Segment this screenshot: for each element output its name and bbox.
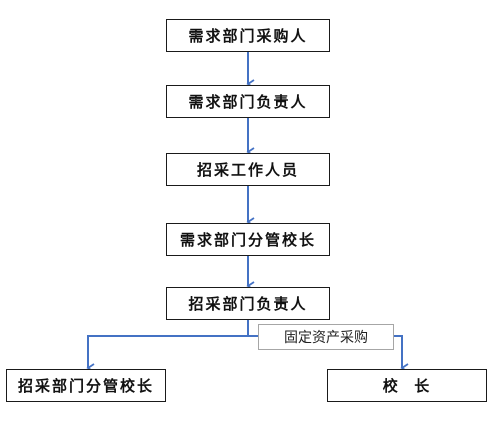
step-label-2: 需求部门负责人: [188, 93, 308, 111]
step-box-1: 需求部门采购人: [166, 19, 330, 52]
branch-label-right: 校 长: [382, 377, 432, 395]
step-box-3: 招采工作人员: [166, 153, 330, 186]
step-label-3: 招采工作人员: [196, 161, 299, 179]
branch-box-left: 招采部门分管校长: [6, 369, 166, 402]
condition-label: 固定资产采购: [258, 324, 394, 350]
branch-label-left: 招采部门分管校长: [17, 377, 154, 395]
step-label-4: 需求部门分管校长: [179, 231, 316, 249]
step-box-4: 需求部门分管校长: [166, 223, 330, 256]
step-label-5: 招采部门负责人: [188, 295, 308, 313]
branch-box-right: 校 长: [327, 369, 487, 402]
step-box-2: 需求部门负责人: [166, 85, 330, 118]
condition-text: 固定资产采购: [284, 330, 368, 346]
step-label-1: 需求部门采购人: [188, 27, 308, 45]
step-box-5: 招采部门负责人: [166, 287, 330, 320]
